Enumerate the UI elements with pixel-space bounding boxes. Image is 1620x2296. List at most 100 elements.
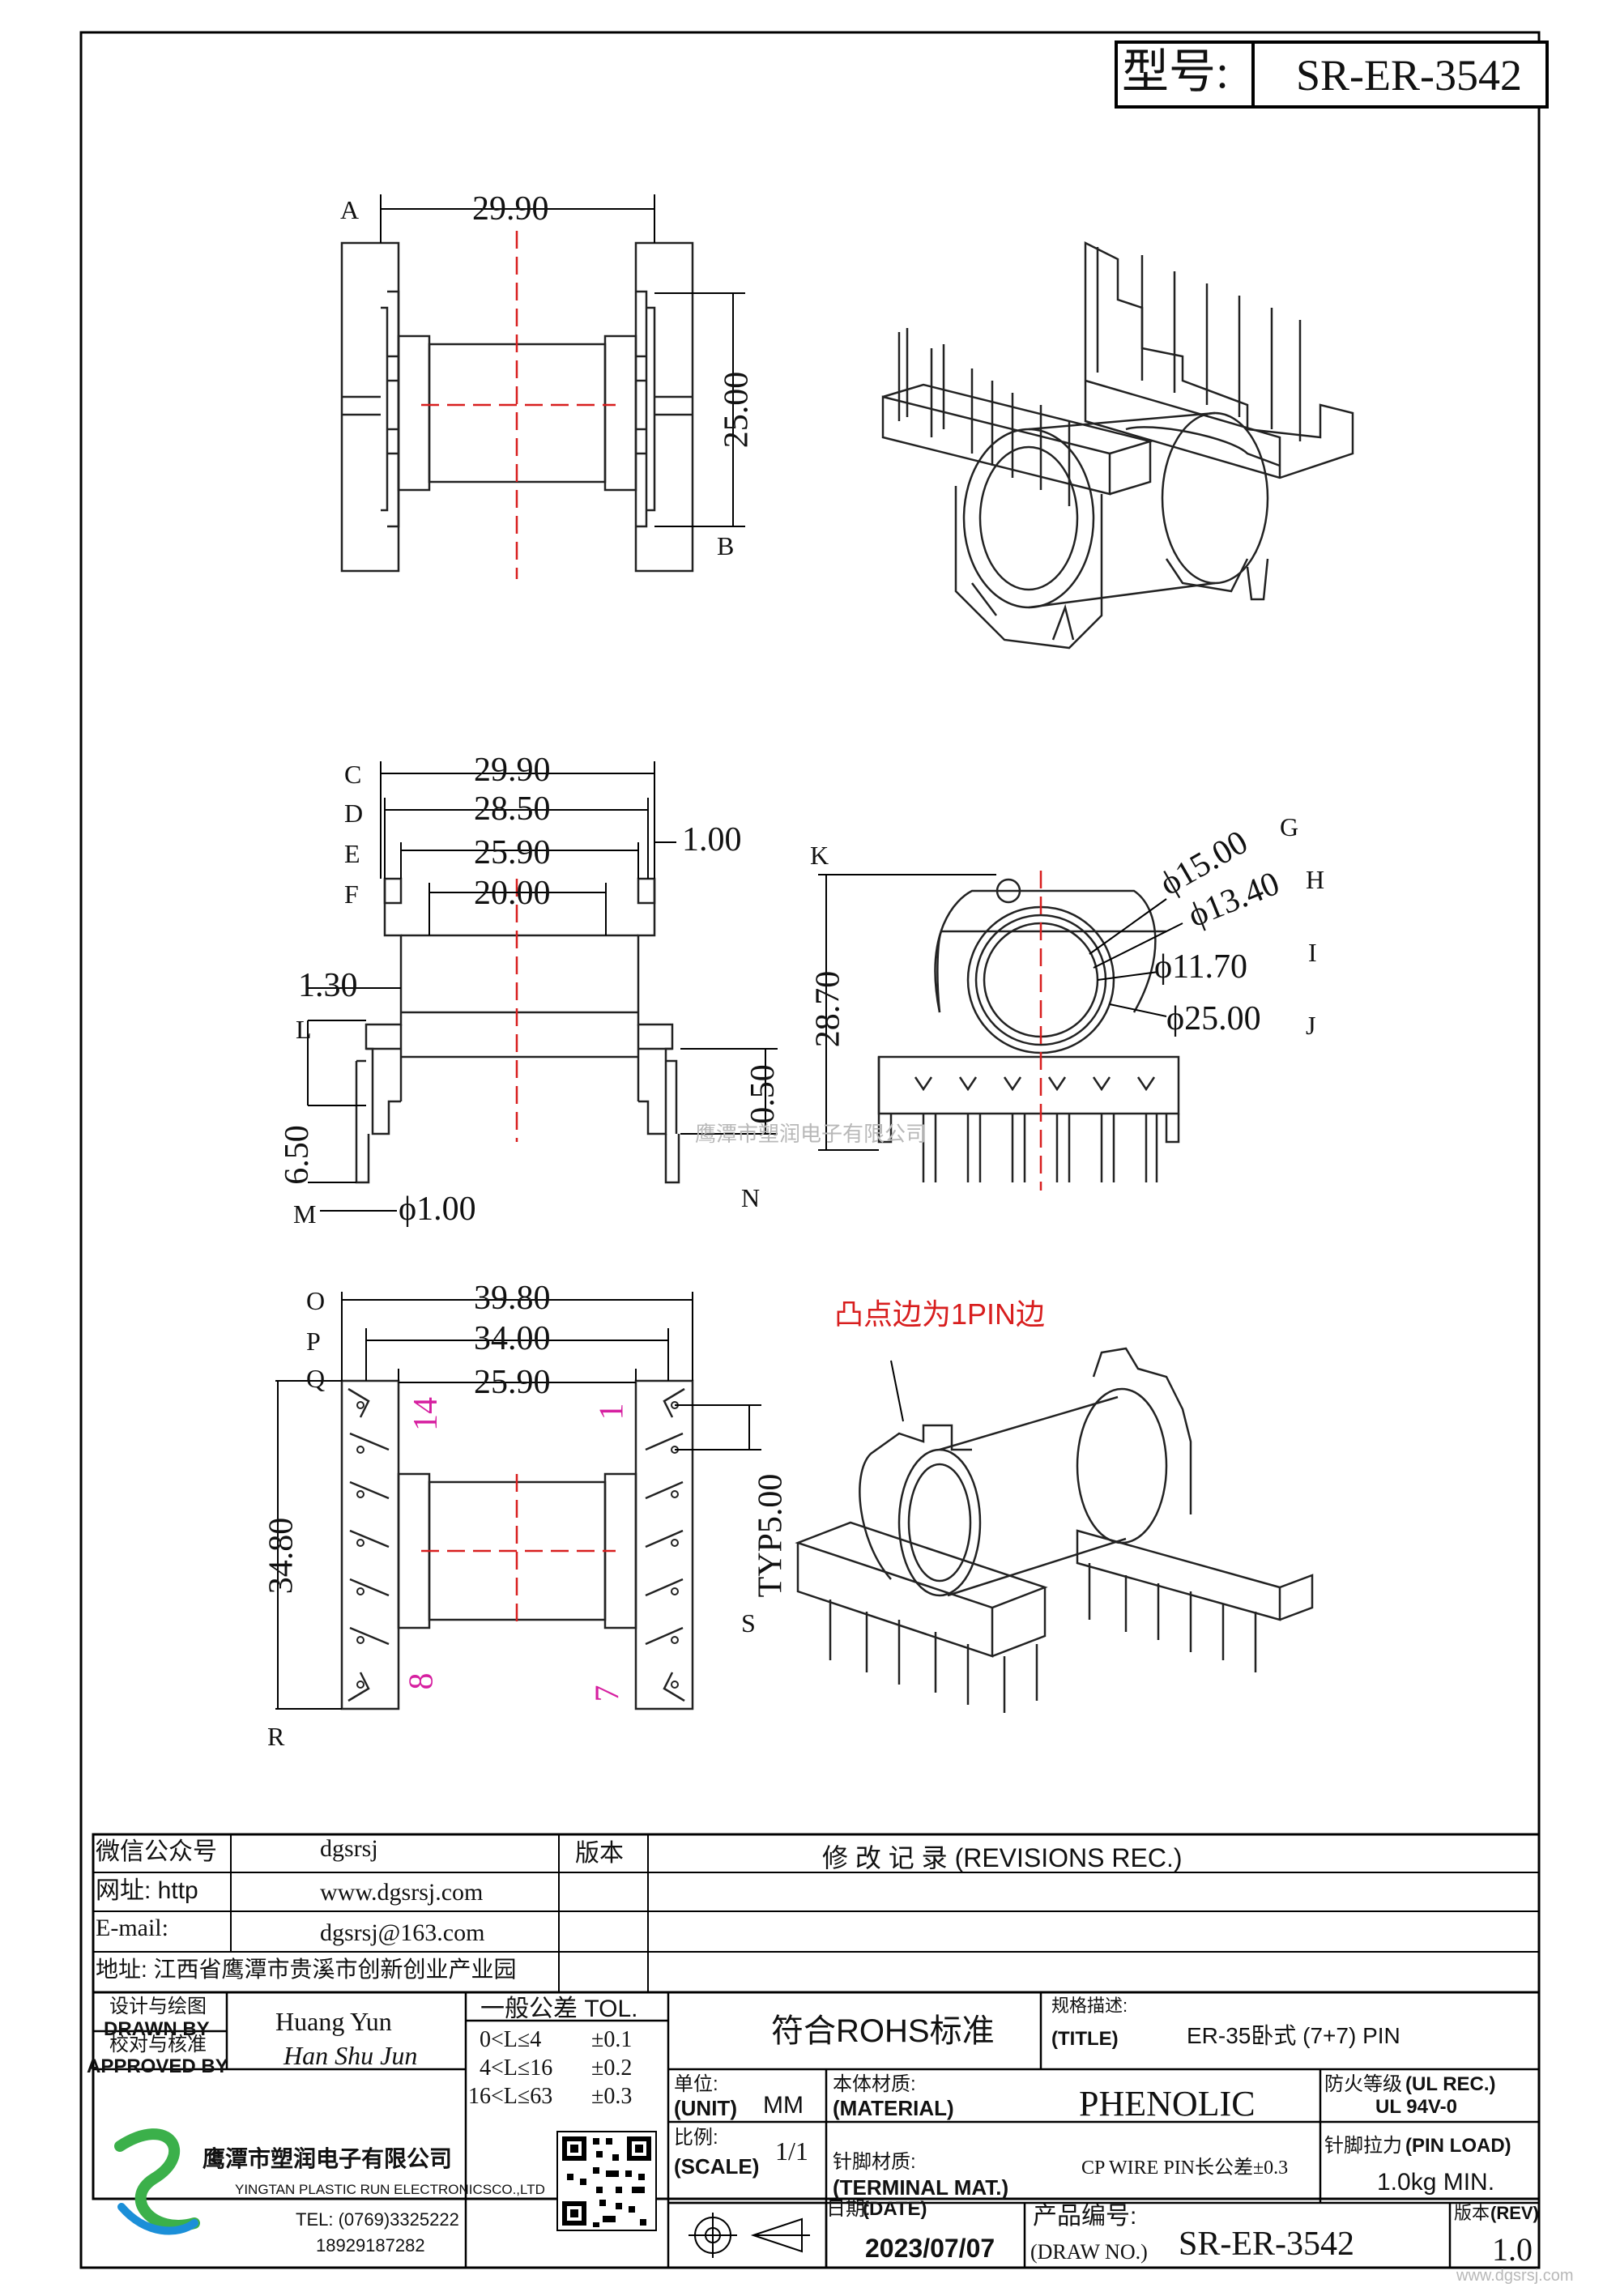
approved-en: APPROVED BY (87, 2055, 228, 2077)
dim-letter-o: O (306, 1286, 326, 1315)
material-value: PHENOLIC (1079, 2084, 1256, 2123)
load-value: 1.0kg MIN. (1377, 2169, 1495, 2196)
spec-cn: 规格描述: (1051, 1996, 1128, 2016)
rev-value: 1.0 (1492, 2231, 1533, 2268)
tol-header: 一般公差 TOL. (480, 1996, 638, 2022)
dim-stand: 0.50 (744, 1064, 782, 1124)
dim-letter-d: D (344, 799, 364, 828)
dim-letter-n: N (741, 1183, 761, 1212)
tol-value-3: ±0.3 (591, 2084, 633, 2109)
dim-flange: 1.00 (682, 821, 742, 858)
dim-b: 25.00 (718, 371, 756, 449)
dim-letter-r: R (267, 1722, 285, 1751)
load-en: (PIN LOAD) (1405, 2135, 1511, 2157)
web-label: 网址: http (96, 1877, 198, 1904)
pin-7-label: 7 (589, 1685, 627, 1702)
address: 地址: 江西省鹰潭市贵溪市创新创业产业园 (96, 1957, 517, 1982)
dim-letter-a: A (340, 195, 360, 224)
fire-cn: 防火等级 (1324, 2073, 1402, 2095)
company-en: YINGTAN PLASTIC RUN ELECTRONICSCO.,LTD (235, 2182, 545, 2197)
pin-1-label: 1 (593, 1403, 631, 1421)
dim-a: 29.90 (472, 190, 549, 228)
unit-value: MM (763, 2092, 804, 2119)
scale-value: 1/1 (775, 2136, 808, 2166)
dim-letter-p: P (306, 1327, 321, 1356)
company-tel: TEL: (0769)3325222 (296, 2209, 459, 2230)
dim-letter-l: L (296, 1015, 312, 1044)
iso-view-2 (795, 1347, 1314, 1713)
drawno-en: (DRAW NO.) (1030, 2240, 1148, 2264)
material-en: (MATERIAL) (833, 2096, 954, 2120)
top-view (340, 241, 694, 573)
fire-en: (UL REC.) (1405, 2073, 1496, 2095)
watermark-corner: www.dgsrsj.com (1456, 2267, 1574, 2285)
fire-value: UL 94V-0 (1375, 2096, 1457, 2118)
dim-p: 34.00 (474, 1320, 551, 1357)
dim-e: 25.90 (474, 834, 551, 871)
dim-letter-h: H (1306, 865, 1325, 894)
spec-en: (TITLE) (1051, 2028, 1119, 2050)
drawno-value: SR-ER-3542 (1179, 2226, 1355, 2263)
dim-letter-s: S (741, 1608, 756, 1638)
dim-i: ϕ11.70 (1154, 948, 1248, 986)
wechat-value: dgsrsj (320, 1835, 378, 1862)
dim-letter-k: K (810, 841, 829, 870)
date-value: 2023/07/07 (865, 2234, 995, 2263)
dim-letter-c: C (344, 760, 362, 789)
version-header: 版本 (575, 1840, 624, 1867)
dim-d: 28.50 (474, 790, 551, 828)
dim-c: 29.90 (474, 752, 551, 789)
tol-value-1: ±0.1 (591, 2027, 633, 2052)
qr-code (556, 2131, 657, 2231)
iso-view-1 (881, 241, 1354, 650)
projection-symbol (688, 2213, 810, 2258)
wechat-label: 微信公众号 (96, 1838, 217, 1865)
dim-pin-len: 6.50 (278, 1125, 316, 1185)
spec-value: ER-35卧式 (7+7) PIN (1187, 2023, 1400, 2048)
scale-en: (SCALE) (674, 2154, 760, 2179)
dim-f: 20.00 (474, 875, 551, 912)
pin-14-label: 14 (407, 1397, 445, 1431)
dim-q: 25.90 (474, 1364, 551, 1401)
rohs-label: 符合ROHS标准 (771, 2013, 995, 2049)
rev-cn: 版本 (1454, 2203, 1490, 2223)
load-cn: 针脚拉力 (1324, 2135, 1402, 2157)
material-cn: 本体材质: (833, 2073, 916, 2095)
unit-en: (UNIT) (674, 2096, 737, 2120)
dim-k: 28.70 (809, 970, 847, 1048)
approved-name: Han Shu Jun (284, 2041, 418, 2070)
tol-range-1: 0<L≤4 (480, 2027, 542, 2052)
drawn-cn: 设计与绘图 (109, 1996, 207, 2017)
web-value: www.dgsrsj.com (320, 1879, 484, 1906)
unit-cn: 单位: (674, 2073, 718, 2095)
drawn-name: Huang Yun (275, 2007, 392, 2036)
company-logo (114, 2128, 200, 2235)
pin1-annotation: 凸点边为1PIN边 (834, 1297, 1046, 1331)
rev-en: (REV) (1490, 2203, 1539, 2223)
dim-letter-e: E (344, 839, 360, 868)
terminal-value: CP WIRE PIN长公差±0.3 (1081, 2158, 1289, 2179)
watermark-center: 鹰潭市塑润电子有限公司 (695, 1122, 927, 1146)
model-label: 型号: (1122, 45, 1230, 98)
scale-cn: 比例: (674, 2127, 718, 2149)
dim-letter-b: B (717, 531, 735, 560)
tol-value-2: ±0.2 (591, 2055, 633, 2081)
bottom-view (340, 1379, 694, 1710)
approved-cn: 校对与核准 (109, 2034, 207, 2055)
email-label: E-mail: (96, 1915, 168, 1941)
terminal-en: (TERMINAL MAT.) (833, 2175, 1009, 2200)
side-view (355, 877, 680, 1184)
company-mobile: 18929187282 (316, 2235, 425, 2256)
revisions-title: 修 改 记 录 (REVISIONS REC.) (822, 1843, 1183, 1872)
tol-range-3: 16<L≤63 (468, 2084, 553, 2109)
dim-r: 34.80 (262, 1517, 301, 1595)
dim-letter-j: J (1306, 1011, 1316, 1040)
dim-o: 39.80 (474, 1280, 551, 1317)
terminal-cn: 针脚材质: (833, 2151, 916, 2173)
dim-s: TYP5.00 (752, 1473, 790, 1598)
dim-letter-m: M (293, 1199, 317, 1229)
email-value: dgsrsj@163.com (320, 1919, 485, 1946)
drawn-en: DRAWN BY (104, 2018, 210, 2040)
dim-pin-dia: ϕ1.00 (399, 1191, 476, 1228)
